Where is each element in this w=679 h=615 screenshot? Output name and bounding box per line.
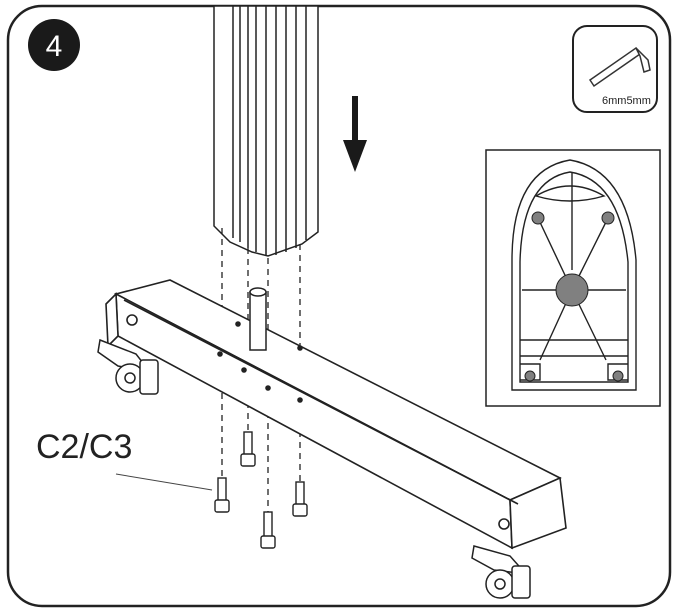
base-beam (105, 279, 567, 550)
center-pin (249, 287, 267, 351)
down-arrow-icon (343, 96, 367, 172)
screw (260, 511, 276, 549)
tool-box: 6mm5mm (572, 25, 658, 113)
vertical-pole (213, 5, 319, 257)
screw-part-label: C2/C3 (36, 428, 132, 466)
screw (240, 431, 256, 467)
caster-right (471, 545, 531, 599)
step-badge: 4 (28, 19, 80, 71)
hex-key-icon (588, 46, 651, 88)
screw-set (214, 431, 308, 549)
tool-size-label: 6mm5mm (602, 95, 651, 107)
caster-left (97, 338, 159, 395)
screw (292, 481, 308, 517)
label-leader-line (115, 473, 213, 491)
cross-section-inset (485, 149, 661, 407)
screw (214, 477, 230, 513)
profile-highlight-holes (524, 211, 624, 382)
step-number: 4 (46, 30, 63, 63)
